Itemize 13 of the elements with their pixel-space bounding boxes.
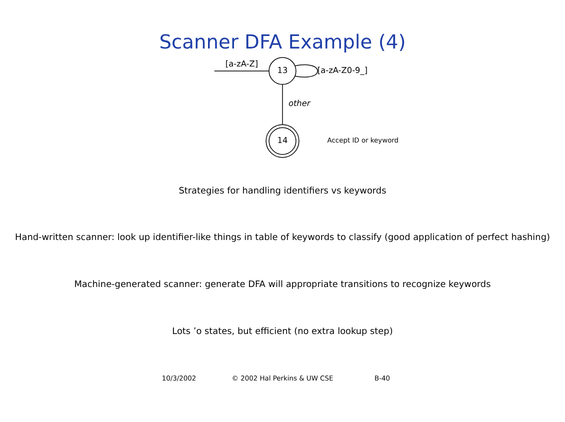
connector — [294, 64, 318, 78]
connector — [214, 70, 270, 72]
edge-label: [a-zA-Z0-9_] — [317, 65, 368, 76]
label: Strategies for handling identifiers vs keywords — [178, 186, 386, 196]
node-circle: 14 — [266, 124, 300, 158]
edge-label: [a-zA-Z] — [225, 58, 258, 68]
connector — [282, 84, 283, 125]
diagram-title: Scanner DFA Example (4) — [159, 30, 406, 54]
label: Lots ’o states, but efficient (no extra lookup step) — [172, 327, 393, 338]
node-circle: 13 — [268, 57, 296, 85]
label: Machine-generated scanner: generate DFA will appropriate transitions to recognize keywords — [74, 280, 491, 290]
edge-label: other — [288, 98, 310, 108]
label: Hand-written scanner: look up identifier-like things in table of keywords to classify (good application of perfect hashing) — [15, 233, 550, 244]
